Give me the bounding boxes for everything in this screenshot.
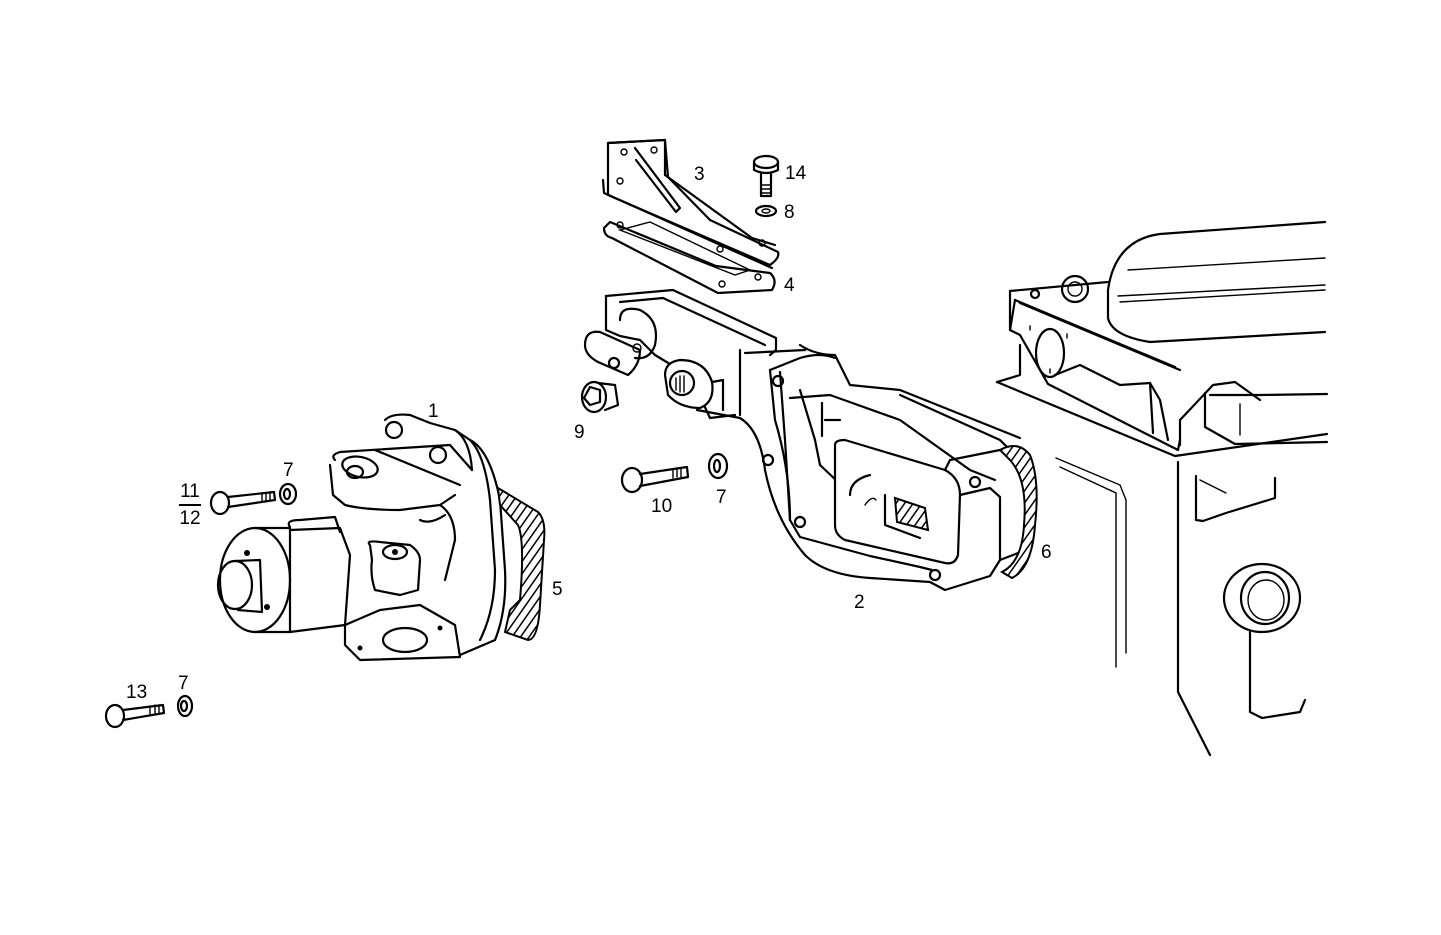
callout-6: 6 bbox=[1041, 542, 1052, 563]
washer-8 bbox=[754, 204, 778, 218]
callout-9: 9 bbox=[574, 422, 585, 443]
plate-gasket-part-4 bbox=[602, 220, 776, 295]
plug-9 bbox=[580, 380, 620, 414]
bolt-14 bbox=[752, 154, 780, 198]
callout-2: 2 bbox=[854, 592, 865, 613]
callout-7-a: 7 bbox=[283, 460, 294, 481]
callout-14: 14 bbox=[785, 163, 807, 184]
bolt-13 bbox=[104, 703, 166, 729]
bolt-11-12 bbox=[209, 490, 277, 516]
mounting-plate-part-3 bbox=[601, 138, 780, 270]
bolt-10 bbox=[620, 465, 690, 494]
callout-13: 13 bbox=[126, 682, 148, 703]
callout-11: 11 bbox=[180, 481, 200, 502]
washer-7b bbox=[707, 452, 729, 480]
support-bracket-part-2 bbox=[583, 288, 1038, 592]
callout-3: 3 bbox=[694, 164, 705, 185]
callout-7-c: 7 bbox=[178, 673, 189, 694]
callout-1: 1 bbox=[428, 401, 439, 422]
engine-block bbox=[995, 220, 1329, 757]
callout-10: 10 bbox=[651, 496, 673, 517]
callout-8: 8 bbox=[784, 202, 795, 223]
washer-7c bbox=[176, 694, 194, 718]
callout-5: 5 bbox=[552, 579, 563, 600]
callout-12: 12 bbox=[179, 508, 201, 529]
water-pump-part-1 bbox=[216, 413, 546, 662]
washer-7a bbox=[278, 482, 298, 506]
callout-11-12: 11 12 bbox=[179, 482, 201, 528]
callout-7-b: 7 bbox=[716, 487, 727, 508]
callout-4: 4 bbox=[784, 275, 795, 296]
fraction-bar bbox=[179, 504, 201, 506]
